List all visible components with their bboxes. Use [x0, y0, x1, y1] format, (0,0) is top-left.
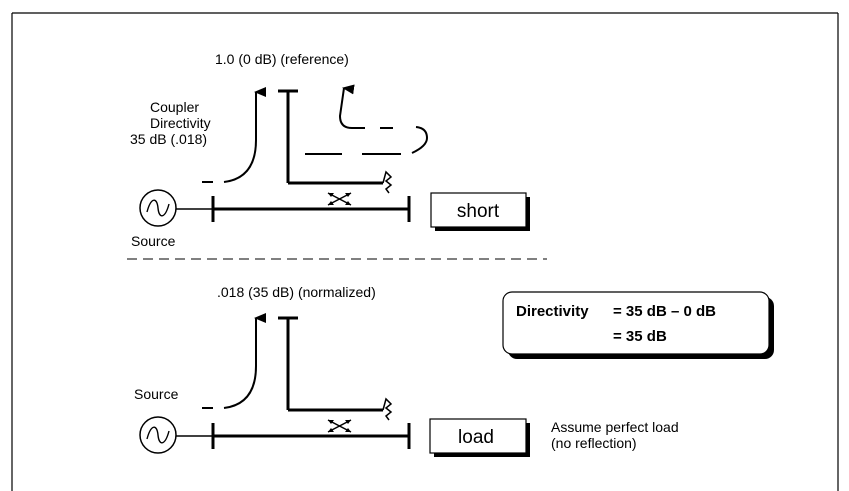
leakage-arrow: [223, 87, 266, 183]
bottom-setup: .018 (35 dB) (normalized) Source: [134, 284, 679, 457]
load-note-line2: (no reflection): [551, 435, 637, 451]
coupler-label-line2: Directivity: [150, 115, 211, 131]
coupler-label-line3: 35 dB (.018): [130, 131, 207, 147]
source-label-bottom: Source: [134, 386, 179, 402]
coupling-cross: [327, 192, 352, 206]
reflected-curve: [411, 126, 429, 154]
load-label: load: [458, 427, 494, 448]
leakage-arrow-bottom: [223, 313, 266, 409]
source-symbol-bottom: [139, 416, 213, 454]
short-box: short: [430, 192, 530, 231]
formula-line1-left: Directivity: [516, 303, 589, 320]
source-label: Source: [131, 233, 176, 249]
short-label: short: [457, 201, 500, 222]
coupled-termination-resistor: [382, 170, 393, 194]
coupling-cross-bottom: [327, 419, 352, 433]
normalized-label: .018 (35 dB) (normalized): [217, 284, 376, 300]
load-note-line1: Assume perfect load: [551, 419, 679, 435]
directivity-formula-box: Directivity = 35 dB – 0 dB = 35 dB: [502, 291, 774, 359]
load-box: load: [429, 418, 530, 457]
formula-line1-right: = 35 dB – 0 dB: [613, 303, 716, 320]
reference-label: 1.0 (0 dB) (reference): [215, 51, 349, 67]
formula-line2: = 35 dB: [613, 328, 667, 345]
diagram-frame: [11, 12, 839, 491]
top-setup: 1.0 (0 dB) (reference) Coupler Directivi…: [130, 51, 530, 249]
source-symbol: [139, 189, 213, 227]
coupled-termination-resistor-bottom: [382, 397, 393, 421]
coupler-label-line1: Coupler: [150, 99, 199, 115]
reflected-arrow: [338, 84, 365, 129]
